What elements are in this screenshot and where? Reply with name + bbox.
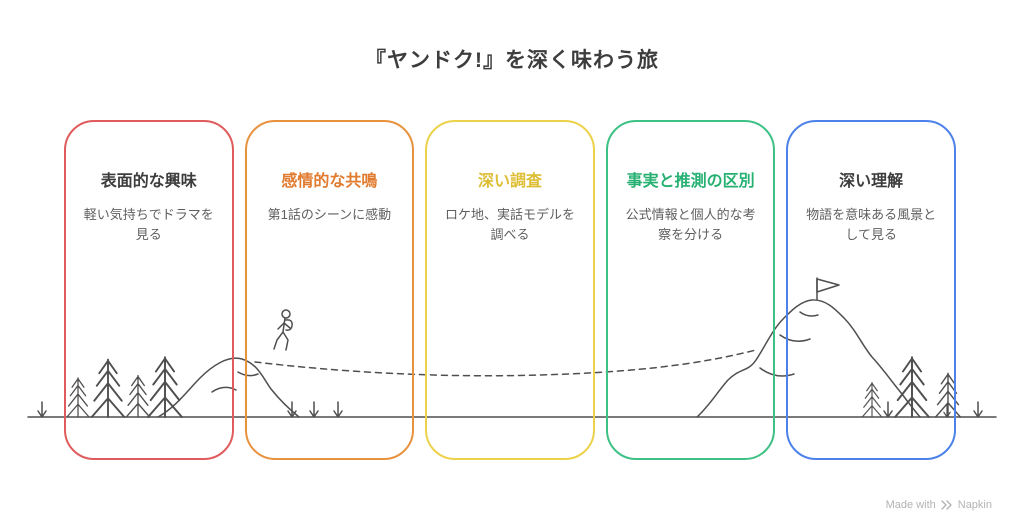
page-title: 『ヤンドク!』を深く味わう旅 — [365, 49, 659, 72]
stage-description: 物語を意味ある風景として見る — [806, 207, 937, 243]
made-with-label: Made with — [885, 499, 936, 511]
stage-card-emotional-resonance: 感情的な共鳴 第1話のシーンに感動 — [244, 120, 415, 460]
dashed-trail — [254, 349, 757, 377]
stage-description: ロケ地、実話モデルを調べる — [444, 207, 575, 243]
stage-card-surface-interest: 表面的な興味 軽い気持ちでドラマを見る — [64, 120, 234, 460]
made-with-napkin-credit: Made with Napkin — [886, 499, 992, 511]
stage-description: 公式情報と個人的な考察を分ける — [625, 207, 756, 243]
stage-title: 感情的な共鳴 — [281, 173, 378, 190]
stage-description: 軽い気持ちでドラマを見る — [83, 207, 214, 243]
hiker-icon — [273, 309, 293, 351]
summit-flag-icon — [816, 277, 840, 301]
hill-icon — [157, 357, 300, 418]
stage-card-deep-understanding: 深い理解 物語を意味ある風景として見る — [786, 120, 956, 460]
napkin-brand-label: Napkin — [957, 499, 992, 511]
stage-description: 第1話のシーンに感動 — [267, 207, 392, 223]
stage-title: 事実と推測の区別 — [626, 173, 755, 190]
stage-title: 深い理解 — [839, 173, 904, 190]
stage-title: 深い調査 — [477, 173, 542, 190]
stage-card-deep-research: 深い調査 ロケ地、実話モデルを調べる — [425, 120, 595, 460]
mountain-icon — [696, 299, 921, 418]
stage-card-fact-vs-speculation: 事実と推測の区別 公式情報と個人的な考察を分ける — [605, 120, 776, 460]
stage-title: 表面的な興味 — [100, 173, 197, 190]
stage-cards-row: 表面的な興味 軽い気持ちでドラマを見る 感情的な共鳴 第1話のシーンに感動 深い… — [64, 120, 956, 460]
napkin-logo-icon — [941, 500, 952, 510]
